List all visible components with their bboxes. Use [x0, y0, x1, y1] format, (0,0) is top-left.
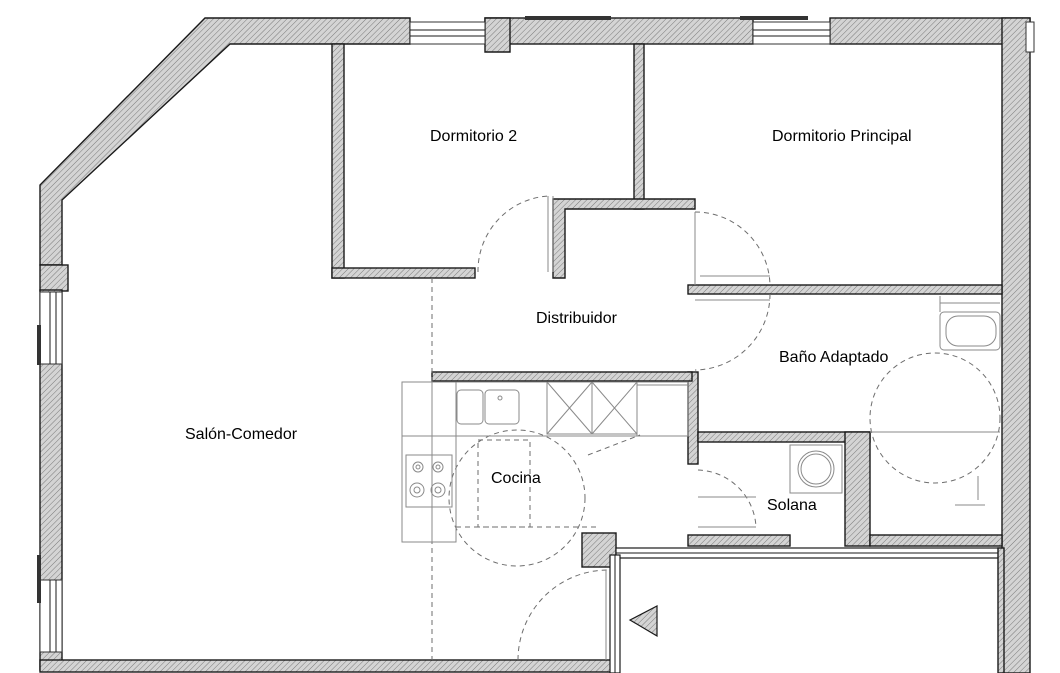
fridge [636, 384, 689, 437]
window-left-shade-1 [37, 325, 41, 365]
label-bano-adaptado: Baño Adaptado [779, 349, 889, 366]
wall-distribuidor-top [552, 198, 696, 279]
window-top-shade-1 [525, 16, 611, 20]
wall-dorm2-bottom [331, 267, 476, 279]
wall-solana-bottom [687, 534, 791, 547]
wall-solana-right [844, 431, 871, 547]
kitchen-fixtures [401, 381, 689, 543]
door-solana [697, 469, 757, 528]
wall-dorm2-right [633, 43, 645, 210]
door-entrance [517, 569, 609, 661]
sink-basin [484, 389, 520, 425]
label-salon-comedor: Salón-Comedor [185, 426, 298, 443]
interior-walls [331, 43, 1005, 673]
door-bano [694, 293, 771, 371]
label-cocina: Cocina [491, 470, 541, 487]
wall-dorm2-left [331, 43, 345, 279]
label-dormitorio-2: Dormitorio 2 [430, 128, 517, 145]
kitchen-counter-top [401, 381, 689, 437]
wall-top-right [829, 17, 1031, 45]
washing-machine [789, 444, 843, 494]
window-left-lower [39, 579, 63, 653]
wall-right [1001, 17, 1031, 673]
bathroom-fixtures [789, 296, 1001, 506]
wall-bano-left [687, 371, 699, 465]
window-left-upper [39, 291, 63, 365]
exterior-walls [39, 17, 1031, 673]
turning-circle-cocina [448, 429, 586, 567]
wall-diagonal [39, 17, 411, 266]
wall-principal-bottom [687, 284, 1003, 295]
kitchen-counter-left [401, 381, 457, 543]
wall-kitchen-top [431, 371, 693, 382]
window-left-shade-2 [37, 555, 41, 603]
bathtub [939, 311, 1001, 351]
room-labels: Dormitorio 2 Dormitorio Principal Distri… [185, 128, 912, 514]
windows [37, 16, 1035, 653]
wall-solana-top [697, 431, 871, 443]
door-swings [431, 195, 1001, 661]
wall-lower-right [997, 547, 1005, 673]
window-right [1025, 21, 1035, 53]
wall-top-notch [484, 17, 511, 53]
window-top-dorm2 [409, 21, 486, 45]
door-principal [694, 211, 771, 286]
window-top-principal [752, 21, 831, 45]
sink [456, 389, 484, 425]
wall-bottom [39, 659, 619, 673]
turning-circle-bano [869, 352, 1001, 484]
label-solana: Solana [767, 497, 817, 514]
wall-left-upper [39, 264, 69, 292]
door-dorm2 [477, 195, 549, 273]
wall-bottom-right-strip [869, 534, 1003, 547]
window-top-shade-2 [740, 16, 808, 20]
wall-top-mid [484, 17, 754, 45]
label-distribuidor: Distribuidor [536, 310, 618, 327]
triangle-left-icon [628, 605, 658, 638]
label-dormitorio-principal: Dormitorio Principal [772, 128, 912, 145]
hob [405, 454, 453, 508]
